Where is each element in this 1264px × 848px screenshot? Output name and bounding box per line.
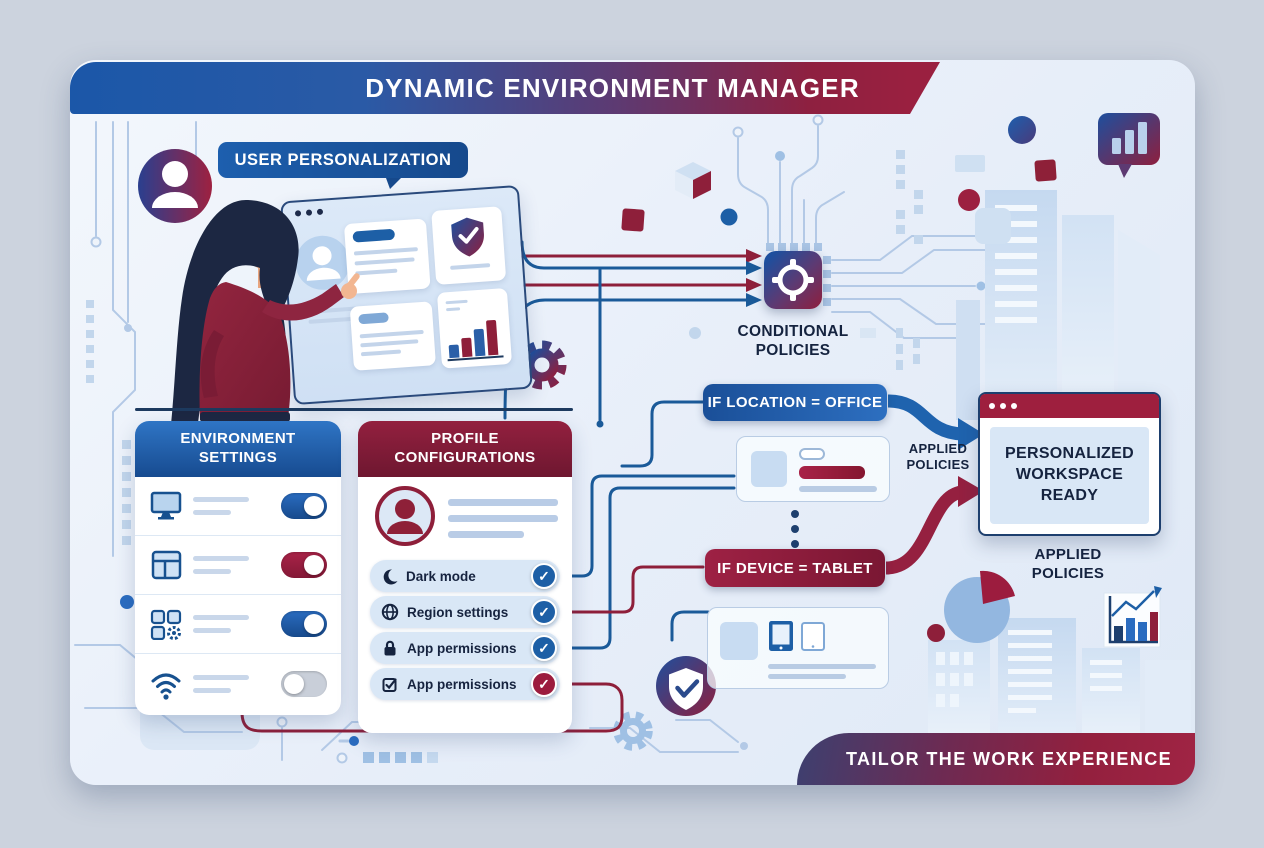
circuit-traces-chip-top <box>732 114 845 244</box>
profile-item-label: App permissions <box>407 640 517 656</box>
user-avatar-icon <box>138 149 212 223</box>
wifi-toggle[interactable] <box>281 670 327 697</box>
footer-banner: TAILOR THE WORK EXPERIENCE <box>797 733 1195 785</box>
dashboard-avatar-icon <box>295 235 350 290</box>
chip-arrowheads <box>746 249 762 307</box>
apps-toggle[interactable] <box>281 611 327 637</box>
target-gear-icon <box>772 259 814 301</box>
check-icon[interactable]: ✓ <box>531 563 557 589</box>
env-row-wifi <box>135 654 341 713</box>
header-banner: DYNAMIC ENVIRONMENT MANAGER <box>70 62 910 114</box>
environment-settings-header: ENVIRONMENT SETTINGS <box>135 421 341 477</box>
check-icon[interactable]: ✓ <box>531 671 557 697</box>
device-condition-badge: IF DEVICE = TABLET <box>705 549 885 587</box>
dashboard-card-notes <box>349 301 436 371</box>
device-preview-card <box>707 607 889 689</box>
display-toggle[interactable] <box>281 493 327 519</box>
conditional-policies-chip <box>764 251 822 309</box>
env-row-apps <box>135 595 341 654</box>
dash-columns-right <box>860 150 923 370</box>
window-layout-icon <box>151 550 182 580</box>
profile-item-app-permissions-2[interactable]: App permissions ✓ <box>370 668 560 700</box>
dashboard-card-profile <box>343 218 431 295</box>
monitor-icon <box>150 491 182 520</box>
profile-configurations-panel: PROFILE CONFIGURATIONS Dark mode ✓ <box>358 421 572 733</box>
check-icon[interactable]: ✓ <box>531 599 557 625</box>
location-condition-badge: IF LOCATION = OFFICE <box>703 384 887 421</box>
trend-chart-icon <box>1103 586 1162 648</box>
wifi-icon <box>151 673 181 700</box>
pie-chart-icon <box>944 570 1015 643</box>
scatter-decor <box>621 116 1057 339</box>
environment-settings-panel: ENVIRONMENT SETTINGS <box>135 421 341 715</box>
square-row <box>363 752 438 763</box>
conditional-policies-label: CONDITIONAL POLICIES <box>737 323 849 360</box>
workspace-message: PERSONALIZED WORKSPACE READY <box>990 427 1149 524</box>
layout-toggle[interactable] <box>281 552 327 578</box>
chart-bubble-icon <box>1098 113 1160 178</box>
environment-settings-title: ENVIRONMENT SETTINGS <box>180 430 296 466</box>
profile-item-dark-mode[interactable]: Dark mode ✓ <box>370 560 560 592</box>
applied-policies-label-bottom: APPLIED POLICIES <box>1031 546 1105 582</box>
applied-policies-label-mid: APPLIED POLICIES <box>906 441 970 473</box>
env-row-layout <box>135 536 341 595</box>
env-row-display <box>135 477 341 536</box>
profile-item-label: App permissions <box>407 676 517 692</box>
tablet-icons <box>769 621 825 651</box>
globe-icon <box>381 603 399 621</box>
profile-item-label: Region settings <box>407 604 509 620</box>
profile-configurations-title: PROFILE CONFIGURATIONS <box>394 430 536 466</box>
main-card: DYNAMIC ENVIRONMENT MANAGER USER PERSONA… <box>70 60 1195 785</box>
header-banner-slant <box>910 62 940 114</box>
workspace-window: PERSONALIZED WORKSPACE READY <box>978 392 1161 536</box>
policy-preview-card <box>736 436 890 502</box>
window-dots <box>294 208 324 217</box>
moon-icon <box>383 568 398 584</box>
checkbox-icon <box>382 678 397 692</box>
lock-icon <box>384 640 396 656</box>
profile-item-label: Dark mode <box>406 568 476 584</box>
apps-gear-icon <box>150 609 182 640</box>
shield-icon <box>451 217 484 257</box>
section-divider <box>135 408 573 411</box>
profile-configurations-header: PROFILE CONFIGURATIONS <box>358 421 572 477</box>
ellipsis-dots <box>791 510 799 548</box>
profile-avatar-icon <box>375 486 435 546</box>
profile-item-region-settings[interactable]: Region settings ✓ <box>370 596 560 628</box>
callout-label: USER PERSONALIZATION <box>234 150 452 169</box>
user-personalization-callout: USER PERSONALIZATION <box>218 142 468 189</box>
dashboard-window <box>280 184 533 406</box>
flow-arrows <box>885 394 984 575</box>
profile-item-app-permissions[interactable]: App permissions ✓ <box>370 632 560 664</box>
dashboard-card-chart <box>436 287 513 369</box>
gear-icon-light <box>613 711 653 751</box>
page-title: DYNAMIC ENVIRONMENT MANAGER <box>365 72 860 103</box>
footer-tagline: TAILOR THE WORK EXPERIENCE <box>845 748 1173 769</box>
check-icon[interactable]: ✓ <box>531 635 557 661</box>
bar <box>448 344 460 359</box>
dashboard-card-security <box>431 206 507 285</box>
workspace-titlebar <box>980 394 1159 418</box>
